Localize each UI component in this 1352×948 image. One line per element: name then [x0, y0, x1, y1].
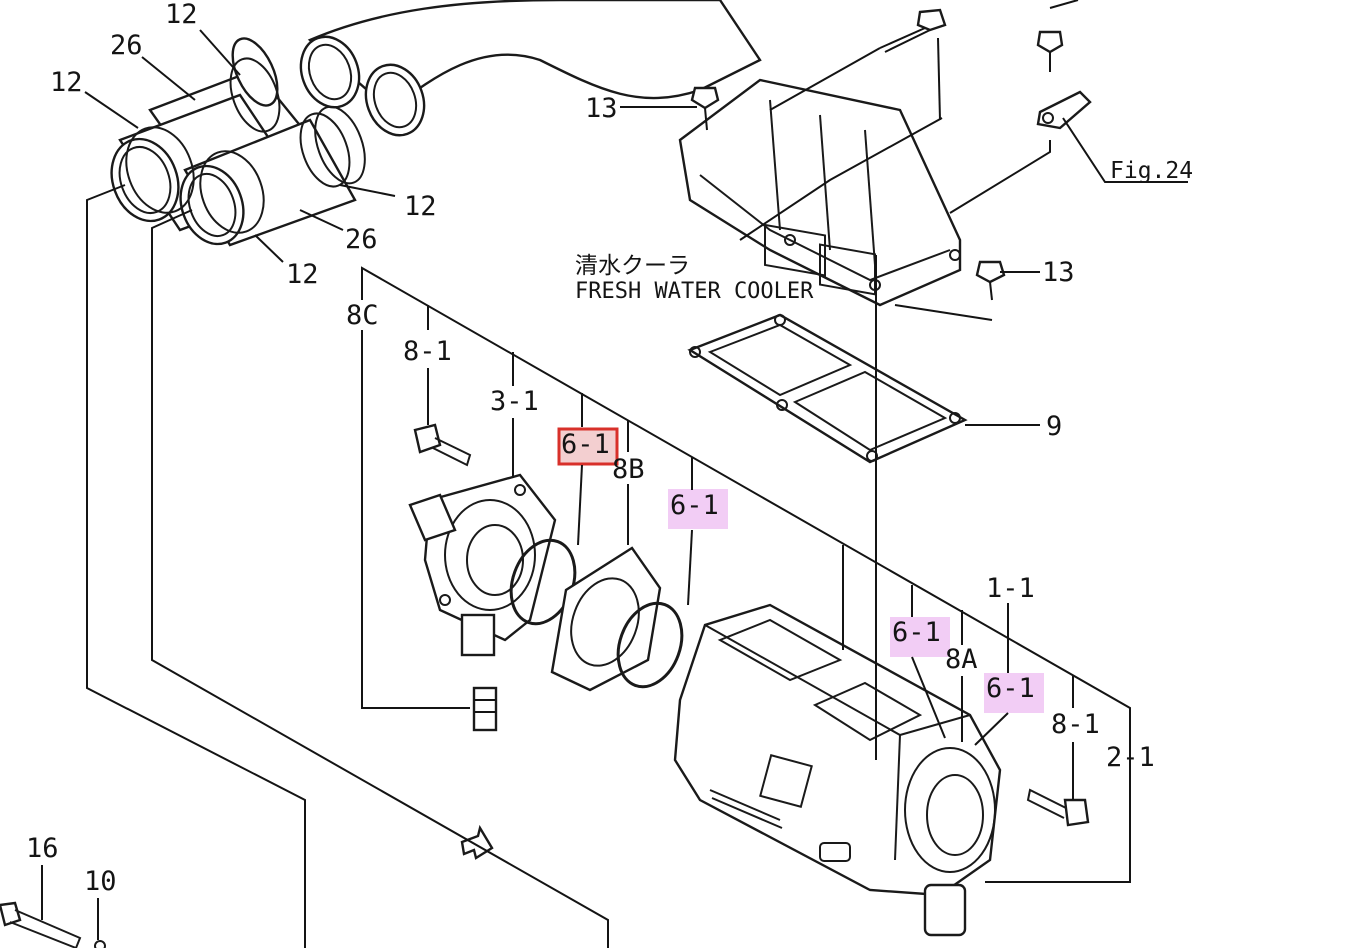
flow-arrow [460, 824, 494, 860]
highlight-callout-6-1-d[interactable] [984, 673, 1044, 713]
callout-8c: 8C [346, 300, 379, 331]
callout-12-a: 12 [165, 0, 198, 30]
thermostat-cover [408, 473, 557, 657]
callout-12-d: 12 [286, 259, 319, 290]
drain-fitting [472, 686, 498, 732]
callout-6-1-d: 6-1 [986, 673, 1035, 704]
bolt-13-a [690, 86, 720, 131]
water-pipe [299, 0, 762, 137]
bolt-8-1-a [413, 423, 472, 467]
bolt-8-1-b [1026, 788, 1090, 827]
callout-8a: 8A [945, 644, 978, 675]
highlight-callout-6-1-c[interactable] [890, 617, 950, 657]
highlight-callout-6-1-b[interactable] [668, 489, 728, 529]
callout-13-b: 13 [1042, 257, 1075, 288]
fresh-water-cooler-housing [678, 78, 962, 307]
bolt-16 [0, 901, 82, 948]
component-title-en: FRESH WATER COOLER [575, 279, 814, 304]
callout-10: 10 [84, 866, 117, 897]
gasket-9 [687, 313, 968, 464]
leader-lines [41, 0, 1188, 948]
callout-6-1-selected: 6-1 [561, 429, 610, 460]
bolt-13-b [975, 260, 1006, 301]
callout-1-1: 1-1 [986, 573, 1035, 604]
component-title-jp: 清水クーラ [575, 253, 690, 279]
callout-6-1-c: 6-1 [892, 617, 941, 648]
callout-8-1-b: 8-1 [1051, 709, 1100, 740]
callout-16: 16 [26, 833, 59, 864]
selected-callout-box[interactable] [557, 427, 619, 466]
callout-26-b: 26 [345, 224, 378, 255]
bolt-top [879, 8, 947, 53]
callout-13-a: 13 [585, 93, 618, 124]
nut-10 [94, 940, 106, 948]
callout-labels: 26 12 12 12 26 12 13 13 Fig.24 清水クーラ FRE… [26, 0, 1193, 897]
callout-8b: 8B [612, 454, 645, 485]
hose-group [110, 37, 366, 247]
figure-reference: Fig.24 [1110, 158, 1193, 184]
callout-26-a: 26 [110, 30, 143, 61]
callout-2-1: 2-1 [1106, 742, 1155, 773]
callout-6-1-b: 6-1 [670, 490, 719, 521]
bolt-fig24 [1036, 30, 1092, 130]
callout-8-1-a: 8-1 [403, 336, 452, 367]
o-ring-b [616, 601, 684, 689]
callout-12-c: 12 [404, 191, 437, 222]
thermostat-housing [673, 603, 1002, 937]
callout-12-b: 12 [50, 67, 83, 98]
gasket-8b [550, 546, 662, 692]
callout-9: 9 [1046, 411, 1062, 442]
callout-3-1: 3-1 [490, 386, 539, 417]
